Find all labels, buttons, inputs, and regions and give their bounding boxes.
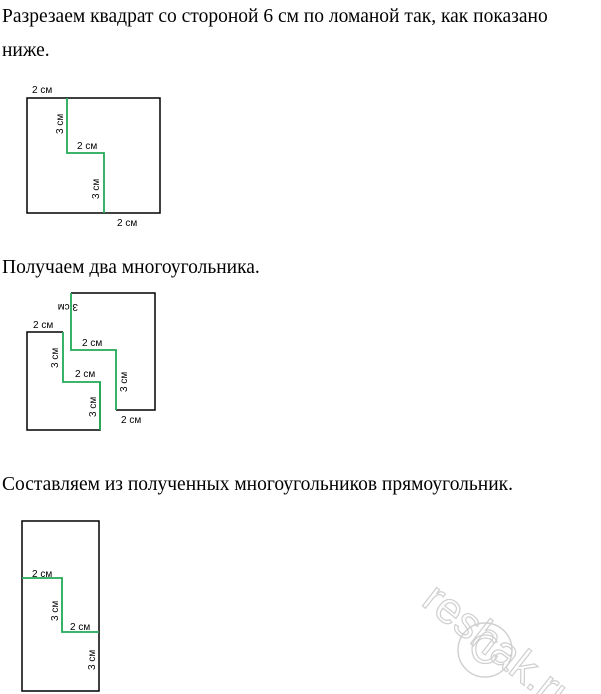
right-label-middle: 2 см (82, 338, 102, 349)
square-label-vertical-1: 3 см (55, 114, 66, 134)
rectangle-seam-line (22, 577, 99, 633)
rect-label-top: 2 см (32, 569, 52, 580)
copyright-icon: C (470, 628, 499, 672)
rect-label-middle: 2 см (70, 622, 90, 633)
square-label-vertical-2: 3 см (91, 179, 102, 199)
square-outline (26, 97, 161, 214)
watermark: reshak.ru C (413, 573, 589, 694)
right-label-bottom: 2 см (121, 415, 141, 426)
rectangle-text: Составляем из полученных многоугольников… (2, 474, 514, 495)
left-label-vertical-1: 3 см (50, 348, 61, 368)
left-label-middle: 2 см (75, 369, 95, 380)
two-polygons-text: Получаем два многоугольника. (2, 257, 260, 278)
figure-rectangle: 2 см 3 см 2 см 3 см (21, 520, 100, 692)
right-label-top: 3 см (58, 301, 78, 312)
square-label-top: 2 см (32, 85, 52, 96)
watermark-text: reshak.ru (414, 573, 589, 694)
square-cut-line (66, 98, 105, 213)
figure-square: 2 см 3 см 2 см 3 см 2 см (26, 85, 161, 229)
right-polygon-outline (71, 292, 156, 411)
square-label-bottom: 2 см (117, 218, 137, 229)
right-label-vertical: 3 см (119, 372, 130, 392)
rectangle-outline (21, 520, 100, 692)
intro-text: Разрезаем квадрат со стороной 6 см по ло… (2, 6, 548, 61)
left-label-top: 2 см (33, 320, 53, 331)
figure-two-polygons: 2 см 3 см 2 см 3 см 3 см 2 см 3 см 2 см (26, 292, 156, 431)
rect-label-vertical-2: 3 см (87, 650, 98, 670)
left-label-vertical-2: 3 см (88, 397, 99, 417)
copyright-circle-icon (457, 622, 513, 678)
square-label-middle: 2 см (77, 141, 97, 152)
rect-label-vertical-1: 3 см (50, 601, 61, 621)
right-polygon-cut-edge (70, 293, 117, 410)
